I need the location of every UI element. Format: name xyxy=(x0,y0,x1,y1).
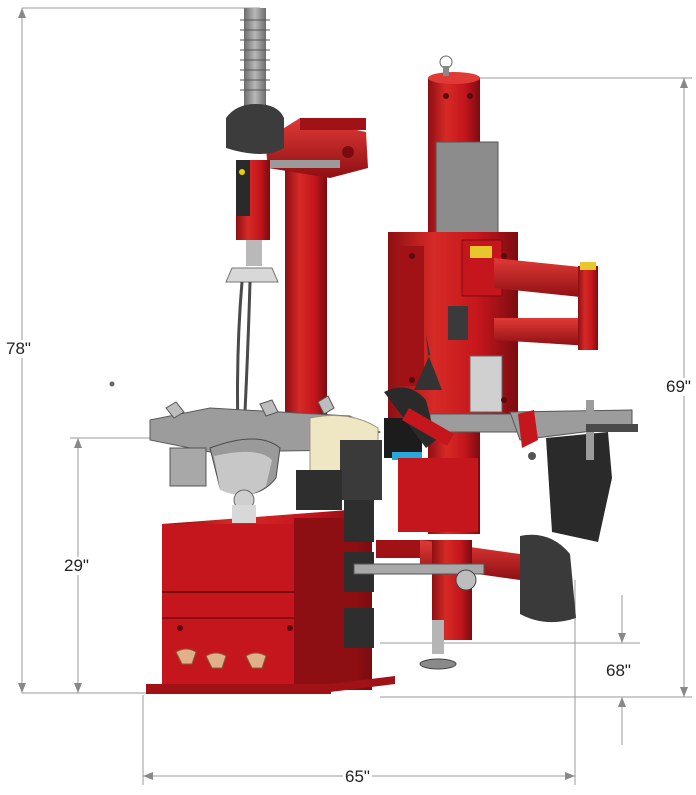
foot-pedals xyxy=(175,648,267,669)
dimension-label-width-total: 65" xyxy=(343,767,372,786)
lower-arm xyxy=(353,400,638,670)
base-cabinet xyxy=(146,492,395,694)
dimension-arrows xyxy=(18,8,688,780)
dimension-label-height-table: 29" xyxy=(62,556,91,575)
dimension-label-height-total: 78" xyxy=(4,339,33,358)
main-column xyxy=(265,118,368,430)
dimension-label-height-tower: 69" xyxy=(664,377,693,396)
turntable xyxy=(149,395,382,523)
dimension-label-depth: 68" xyxy=(604,661,633,680)
helper-tower xyxy=(384,55,633,534)
fasteners xyxy=(409,93,507,403)
tool-shaft xyxy=(109,8,284,433)
